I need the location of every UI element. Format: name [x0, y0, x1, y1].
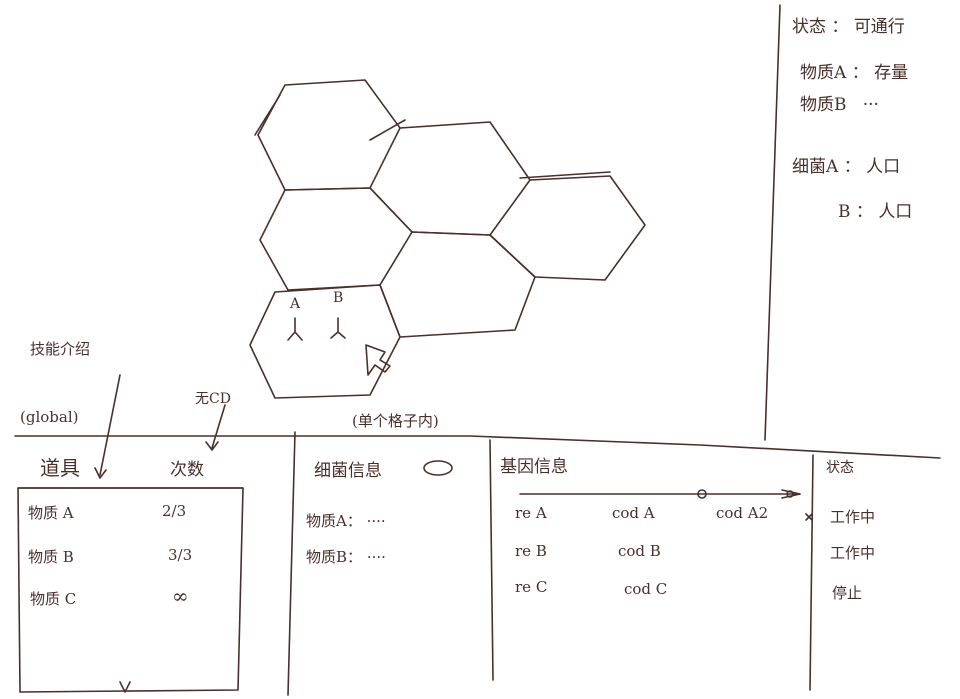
no-cd-note: 无CD — [195, 391, 231, 407]
status-item: 停止 — [832, 584, 863, 602]
gene-re[interactable]: re C — [515, 578, 548, 596]
gene-info-title: 基因信息 — [500, 457, 568, 477]
cursor-icon — [365, 344, 391, 376]
cell-marker-a[interactable]: A — [290, 296, 301, 312]
cell-b-value: 人口 — [878, 202, 913, 222]
gene-cod[interactable]: cod B — [618, 542, 661, 560]
ability-arrow — [94, 374, 121, 479]
item-row-name[interactable]: 物质 C — [30, 590, 77, 608]
status-item: 工作中 — [830, 508, 876, 526]
figure-b-icon — [330, 317, 346, 339]
divider-3 — [809, 454, 814, 691]
material-b-value: ··· — [862, 95, 879, 115]
cell-info-title: 细菌信息 — [314, 461, 382, 481]
item-row-count: 2/3 — [162, 502, 187, 520]
divider-1 — [287, 431, 296, 696]
gene-re[interactable]: re A — [515, 504, 547, 522]
divider-2 — [489, 439, 494, 681]
item-row-name[interactable]: 物质 B — [28, 548, 74, 566]
cell-info-row: 物质B： ···· — [306, 548, 386, 566]
material-a-label: 物质A — [800, 63, 847, 83]
material-b-label: 物质B — [800, 95, 847, 115]
no-cd-arrow — [205, 404, 226, 451]
item-row-count: ∞ — [172, 584, 189, 608]
material-b-row: 物质B ··· — [800, 90, 879, 115]
main-horizontal-divider — [14, 435, 941, 459]
hex-cell-6 — [249, 284, 401, 399]
status-value: 可通行 — [853, 17, 905, 37]
cell-a-row: 细菌A ： 人口 — [792, 157, 901, 177]
ability-intro-note: 技能介绍 — [30, 340, 91, 358]
cell-info-row: 物质A： ···· — [306, 512, 386, 530]
cell-marker-b[interactable]: B — [333, 290, 344, 306]
top-right-divider — [764, 4, 781, 441]
gene-cod-extra[interactable]: cod A2 — [716, 504, 769, 522]
hex-cell-4 — [259, 187, 413, 291]
global-note: (global) — [20, 408, 79, 426]
cell-a-value: 人口 — [866, 157, 901, 177]
cell-b-label: B — [838, 202, 851, 222]
cell-info-icon — [423, 460, 453, 476]
status-panel-title: 状态 — [826, 460, 854, 476]
gene-re[interactable]: re B — [515, 542, 547, 560]
material-a-value: 存量 — [874, 63, 909, 83]
single-cell-note: (单个格子内) — [352, 412, 439, 430]
items-header-count: 次数 — [170, 460, 204, 480]
item-row-name[interactable]: 物质 A — [28, 504, 74, 522]
cell-a-label: 细菌A — [792, 157, 839, 177]
status-label: 状态 — [792, 17, 826, 37]
status-item: 工作中 — [830, 544, 876, 562]
status-row: 状态 ： 可通行 — [792, 17, 905, 37]
cell-b-row: B ： 人口 — [838, 202, 913, 222]
gene-cod[interactable]: cod A — [612, 504, 655, 522]
figure-a-icon — [287, 317, 303, 341]
items-header-item: 道具 — [40, 456, 80, 480]
hex-cell-3 — [489, 175, 646, 281]
item-row-count: 3/3 — [168, 546, 193, 564]
gene-cod[interactable]: cod C — [624, 580, 668, 598]
material-a-row: 物质A ： 存量 — [800, 63, 909, 83]
